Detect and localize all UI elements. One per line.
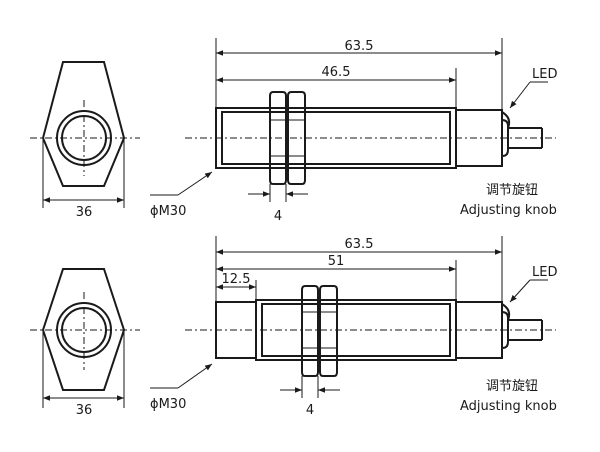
length-offset-label: 12.5 <box>222 272 251 287</box>
hex-end-view-bottom: 36 <box>30 268 140 418</box>
hex-width-label: 36 <box>76 205 93 220</box>
knob-label-zh: 调节旋钮 <box>486 379 538 394</box>
nut-width-label: 4 <box>306 403 314 418</box>
length-thread-label: 46.5 <box>322 65 351 80</box>
sensor-side-view-bottom: 63.5 51 12.5 4 ϕM30 LED 调节旋钮 <box>150 236 557 418</box>
hex-width-label: 36 <box>76 403 93 418</box>
nut-width-label: 4 <box>274 209 282 224</box>
sensor-side-view-top: 63.5 46.5 4 ϕM30 LED 调节旋钮 Adjusting knob <box>150 38 557 224</box>
knob-label-en: Adjusting knob <box>460 203 557 218</box>
led-label: LED <box>532 265 557 280</box>
hex-end-view-top: 36 <box>30 61 140 220</box>
nut-pair-bottom <box>301 285 338 377</box>
knob-label-zh: 调节旋钮 <box>486 183 538 198</box>
length-thread-label: 51 <box>328 254 345 269</box>
top-view: 36 <box>30 38 557 224</box>
thread-label: ϕM30 <box>150 397 186 412</box>
thread-label: ϕM30 <box>150 204 186 219</box>
length-total-label: 63.5 <box>345 39 374 54</box>
bottom-view: 36 <box>30 236 557 418</box>
length-total-label: 63.5 <box>345 237 374 252</box>
knob-label-en: Adjusting knob <box>460 399 557 414</box>
nut-pair-top <box>269 91 306 185</box>
led-label: LED <box>532 67 557 82</box>
